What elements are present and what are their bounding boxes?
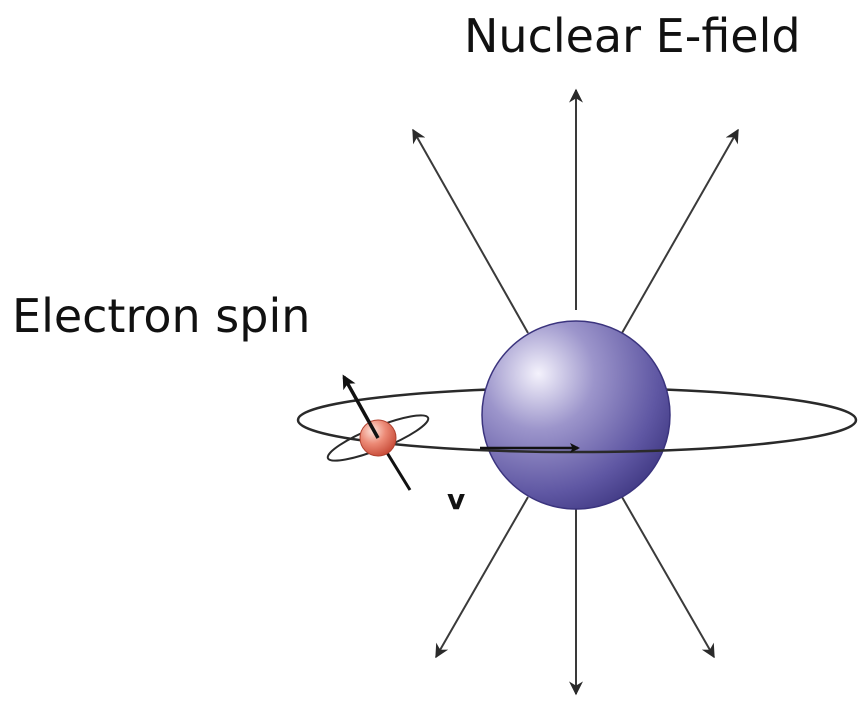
electron-spin-label: Electron spin xyxy=(12,289,310,343)
field-line-lower-left xyxy=(435,496,529,659)
spin-arrow xyxy=(342,374,380,439)
field-line-lower-right xyxy=(621,496,715,659)
field-line-upper-left xyxy=(412,128,529,334)
field-line-upper-right xyxy=(621,128,739,334)
electron-group xyxy=(326,374,430,491)
nuclear-field-label: Nuclear E-field xyxy=(464,9,801,63)
nucleus xyxy=(481,320,671,510)
velocity-label: v xyxy=(447,483,465,516)
field-lines xyxy=(412,88,739,696)
